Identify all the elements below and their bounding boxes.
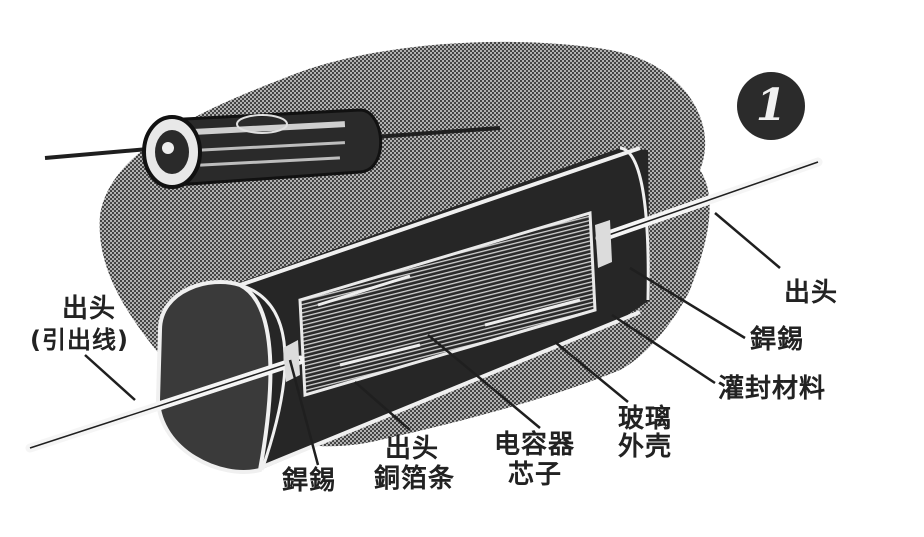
label-solder-left: 銲錫	[282, 466, 337, 496]
label-solder-right: 銲錫	[750, 325, 805, 355]
small-capacitor	[44, 108, 501, 189]
label-glass-shell-1: 玻璃	[618, 404, 673, 434]
label-capacitor-core-2: 芯子	[508, 460, 563, 490]
label-lead-foil-1: 出头	[385, 434, 440, 464]
label-glass-shell-2: 外壳	[618, 432, 673, 462]
label-lead-left: 出头	[62, 294, 117, 324]
label-lead-foil-2: 銅箔条	[374, 464, 456, 494]
cutaway-capacitor	[25, 146, 823, 474]
label-lead-right: 出头	[784, 278, 839, 308]
label-potting-material: 灌封材料	[718, 374, 827, 404]
figure-number-badge: 1	[737, 72, 805, 140]
label-lead-left-wire: (引出线)	[30, 326, 129, 354]
label-capacitor-core-1: 电容器	[494, 430, 576, 460]
leader-lines	[84, 212, 781, 466]
